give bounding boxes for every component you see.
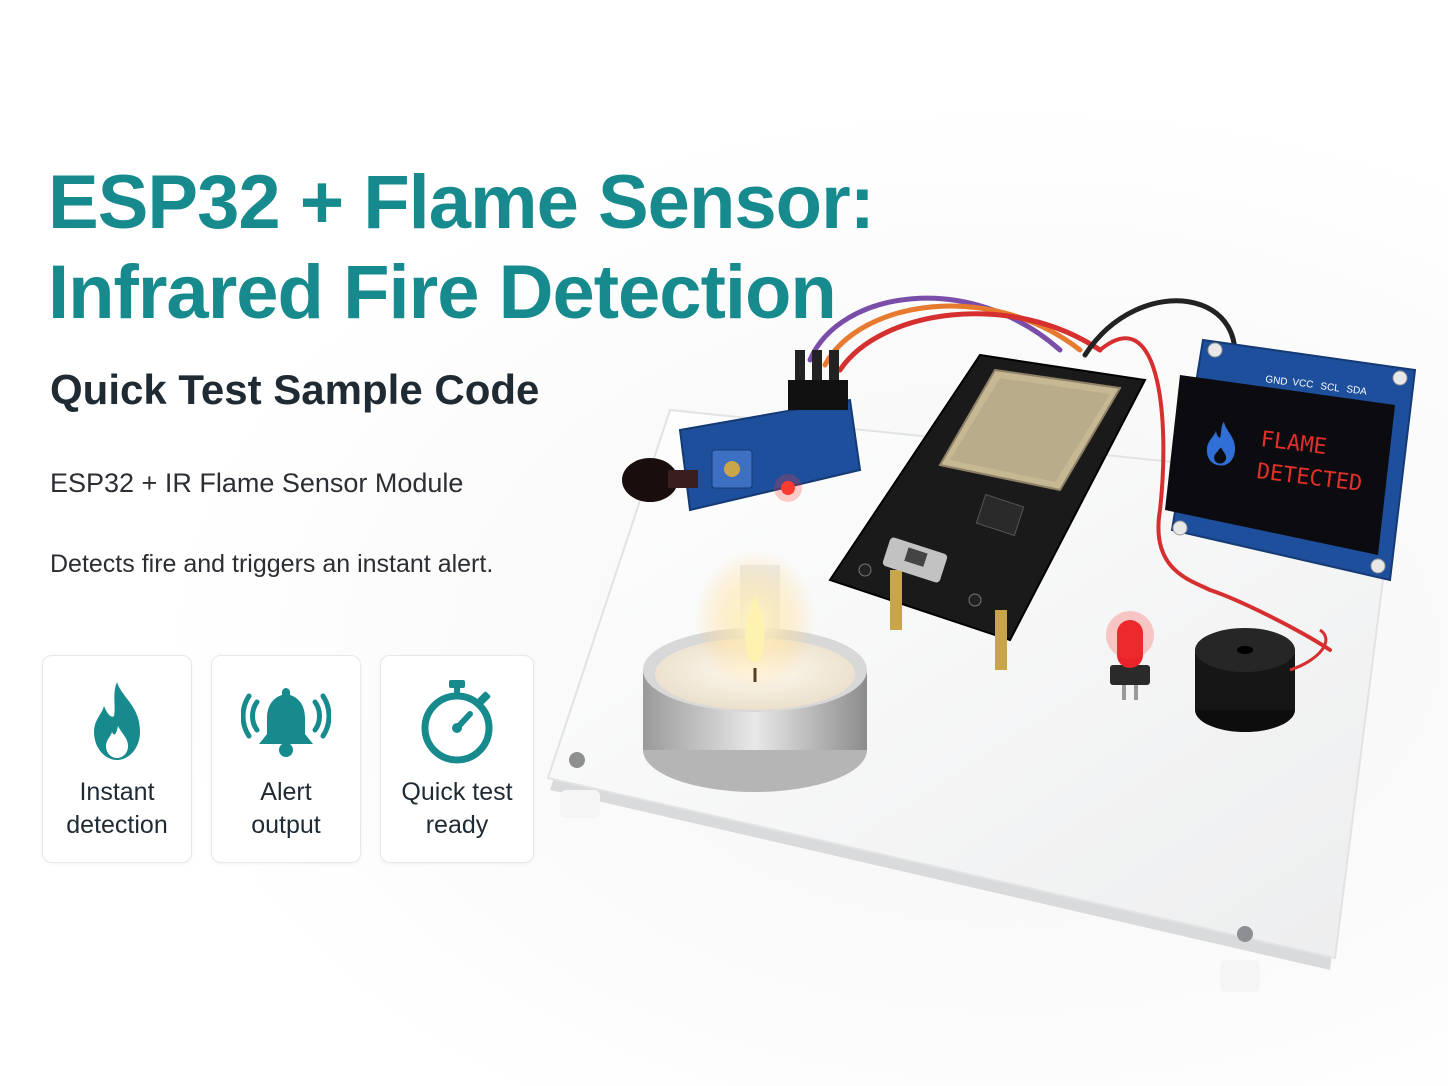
tealight-candle — [643, 550, 867, 792]
headline-line-1: ESP32 + Flame Sensor: — [48, 160, 875, 245]
module-description: ESP32 + IR Flame Sensor Module — [50, 468, 464, 498]
stopwatch-icon — [381, 676, 533, 766]
esp32-dev-board — [828, 353, 1147, 670]
oled-flame-icon — [1206, 421, 1235, 466]
headline-line-2: Infrared Fire Detection — [48, 250, 837, 335]
oled-display-module: GND VCC SCL SDA FLAME DETECTED — [1165, 338, 1417, 582]
subtitle: Quick Test Sample Code — [50, 366, 540, 413]
oled-pin-gnd: GND — [1265, 374, 1289, 388]
flame-icon — [43, 676, 191, 766]
oled-pin-sda: SDA — [1346, 384, 1368, 398]
feature-card-quick-test: Quick test ready — [380, 655, 534, 863]
buzzer — [1195, 628, 1328, 732]
oled-pin-scl: SCL — [1320, 381, 1341, 395]
feature-label: Alert output — [251, 778, 321, 839]
feature-label: Instant detection — [66, 778, 168, 839]
feature-card-alert-output: Alert output — [211, 655, 361, 863]
bell-icon — [212, 676, 360, 766]
tagline: Detects fire and triggers an instant ale… — [50, 550, 494, 578]
feature-label: Quick test ready — [401, 778, 513, 839]
hardware-illustration: GND VCC SCL SDA FLAME DETECTED — [546, 295, 1417, 992]
oled-pin-vcc: VCC — [1292, 377, 1314, 391]
headline: ESP32 + Flame Sensor: Infrared Fire Dete… — [48, 158, 875, 338]
red-led — [1106, 611, 1154, 700]
feature-card-instant-detection: Instant detection — [42, 655, 192, 863]
